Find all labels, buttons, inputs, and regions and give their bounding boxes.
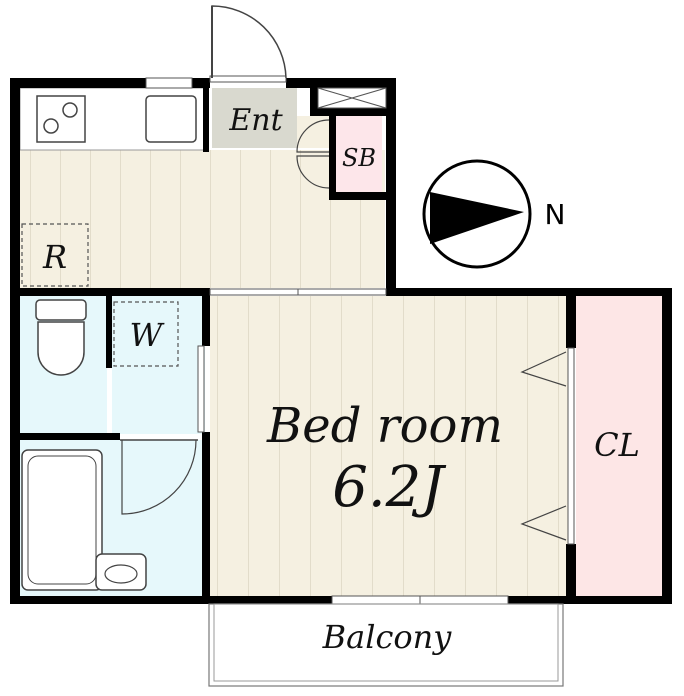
balcony-label: Balcony <box>322 618 453 656</box>
burner-right <box>62 102 78 118</box>
bathtub <box>21 449 103 591</box>
kitchen-window <box>145 77 193 89</box>
compass: N <box>422 159 566 269</box>
washroom-door <box>197 345 205 433</box>
closet-floor <box>576 296 662 596</box>
bedroom-label: Bed room <box>266 398 503 454</box>
compass-north-label: N <box>545 198 566 231</box>
toilet-bowl <box>37 321 85 376</box>
burner-left <box>43 118 59 134</box>
closet-door-swing-top <box>520 351 567 387</box>
entrance-door <box>211 5 287 79</box>
entrance-label: Ent <box>228 103 283 138</box>
bedroom-size: 6.2J <box>332 455 447 520</box>
bedroom-floor <box>210 296 570 596</box>
entrance-door-frame <box>209 75 287 83</box>
wash-basin <box>95 553 147 591</box>
closet-door-swing-bottom <box>520 505 567 541</box>
stove <box>36 95 86 143</box>
sink <box>145 95 197 143</box>
entrance-step <box>297 116 329 148</box>
refrigerator-space <box>21 223 89 287</box>
washer-space <box>113 301 179 367</box>
shoe-box-label: SB <box>342 144 376 172</box>
shoe-box-area <box>336 116 382 192</box>
kitchen-floor <box>20 150 385 288</box>
washroom-floor <box>112 296 205 434</box>
closet-label: CL <box>594 426 640 464</box>
washer-label: W <box>130 316 166 354</box>
bath-door <box>121 439 197 515</box>
shoe-box-door <box>296 119 330 153</box>
refrigerator-label: R <box>42 238 67 276</box>
closet-door <box>567 347 575 545</box>
balcony-outline <box>208 603 564 687</box>
compass-arrow-icon <box>430 192 524 244</box>
walls <box>10 78 672 604</box>
entrance-floor <box>212 88 297 148</box>
toilet-tank <box>35 299 87 321</box>
